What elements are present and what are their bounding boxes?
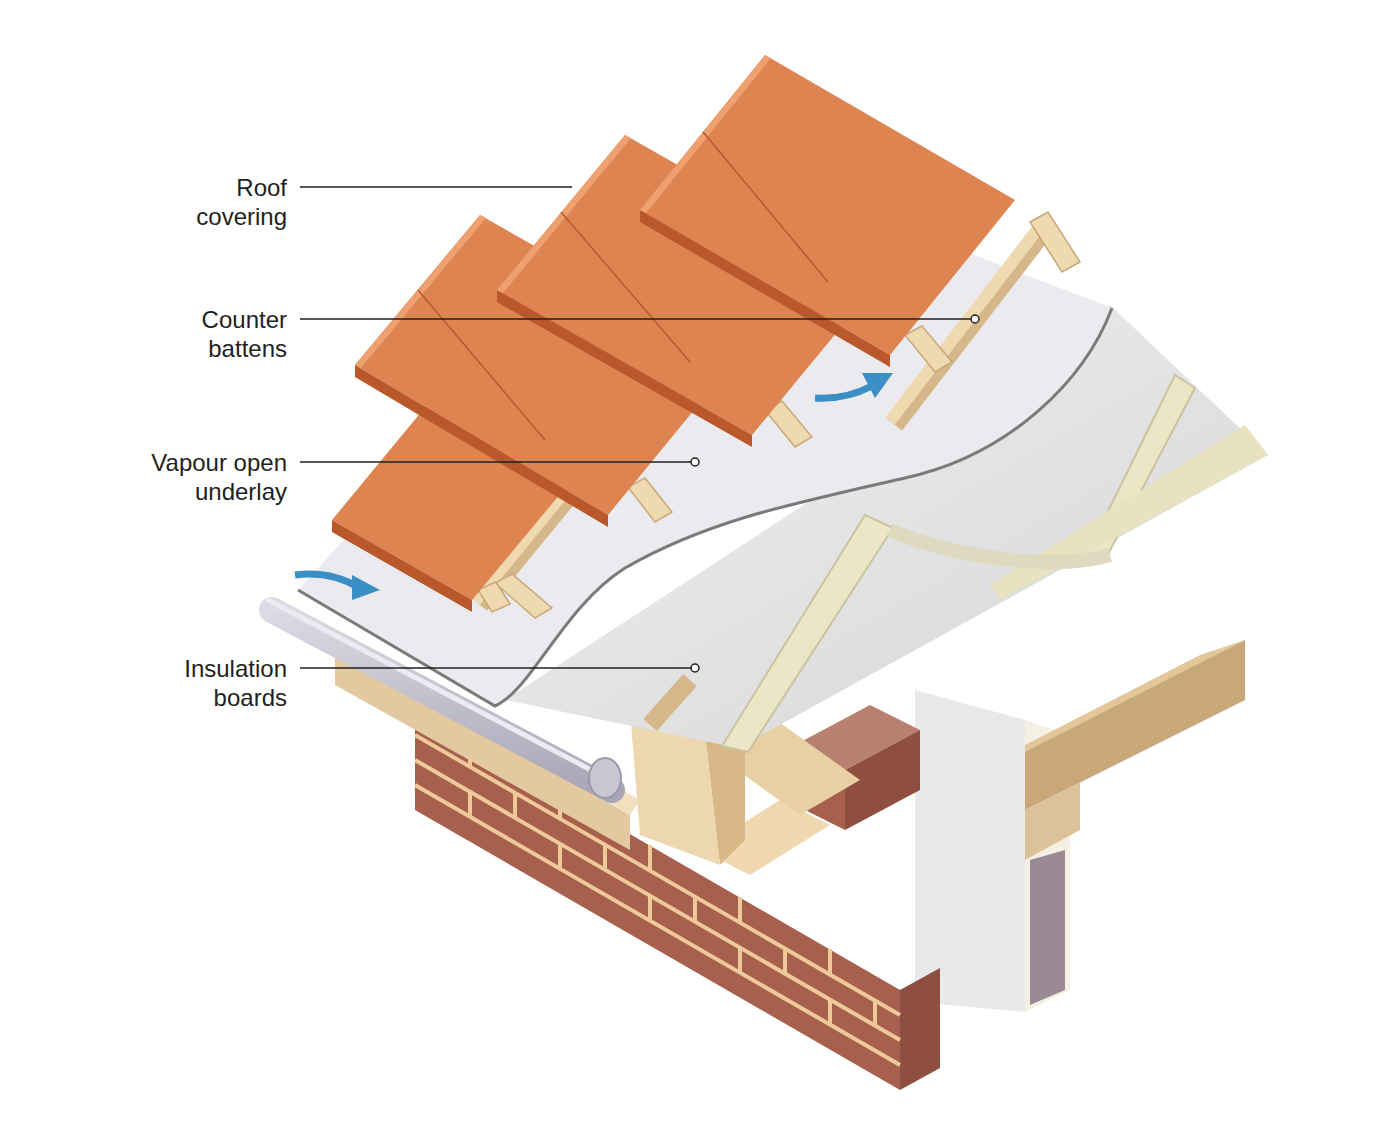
part-label: Insulation boards <box>152 654 287 712</box>
part-label: Roof covering <box>175 173 287 231</box>
part-label: Counter battens <box>175 305 287 363</box>
part-label: Vapour open underlay <box>127 448 287 506</box>
